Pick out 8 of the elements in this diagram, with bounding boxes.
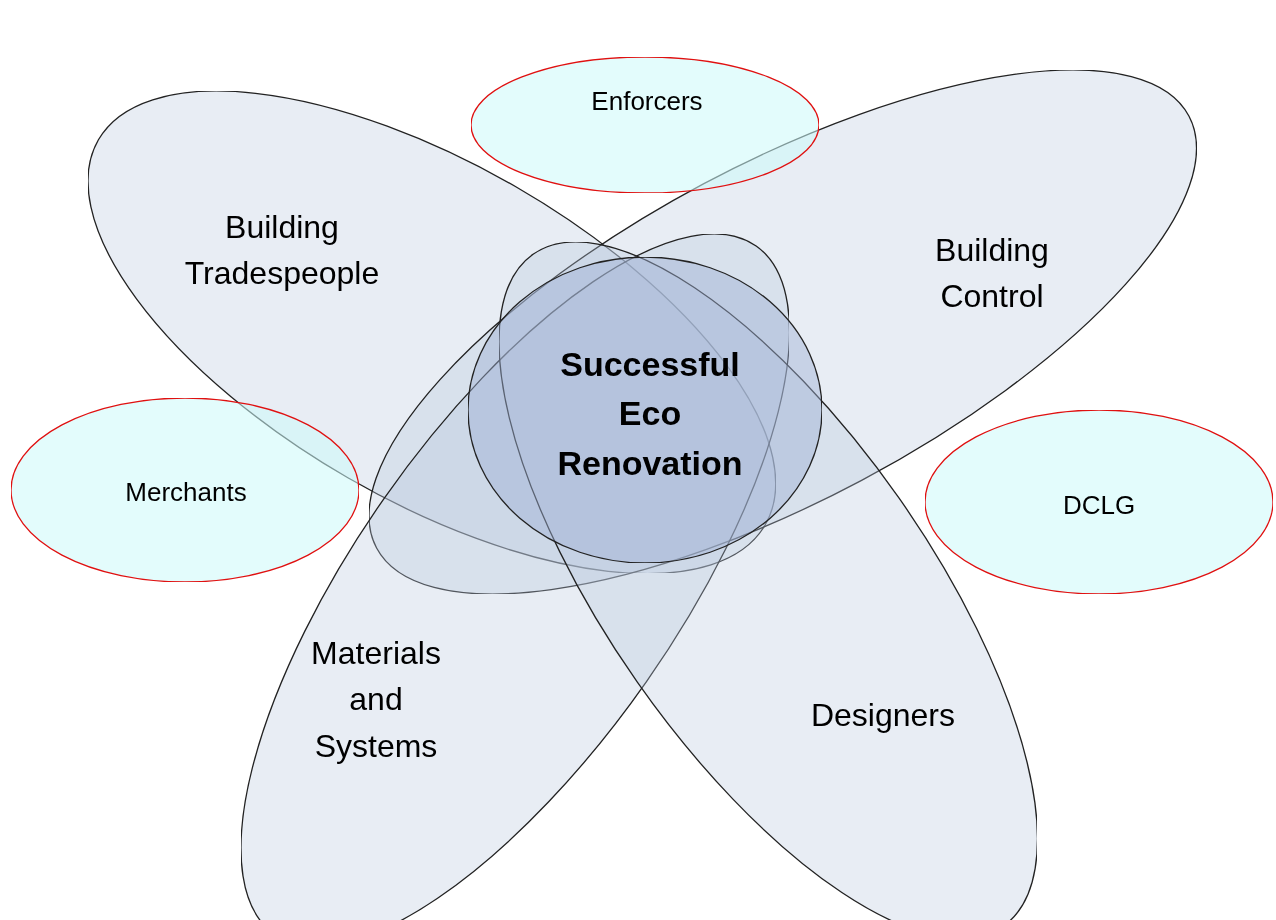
node-label: DCLG <box>1061 489 1137 523</box>
node-label: Materials and Systems <box>310 634 442 767</box>
node-label: Merchants <box>124 476 248 510</box>
node-label: Building Tradespeople <box>183 207 381 293</box>
node-label: Successful Eco Renovation <box>556 344 744 484</box>
node-label: Enforcers <box>590 85 704 119</box>
node-label: Building Control <box>934 230 1050 316</box>
node-label: Designers <box>809 695 956 735</box>
